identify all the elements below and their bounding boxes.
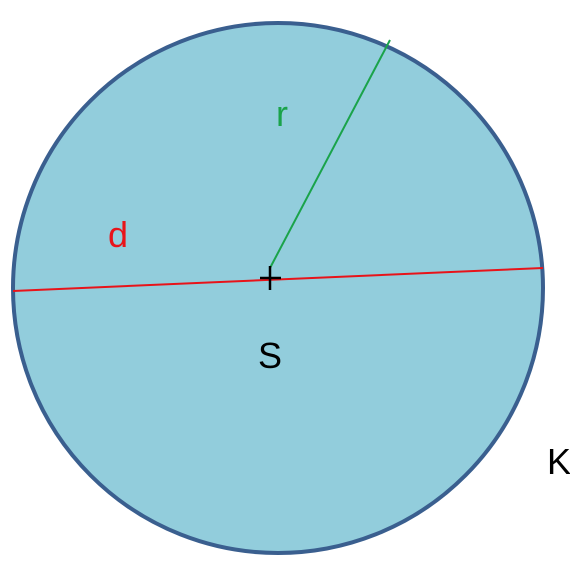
diameter-label: d <box>108 214 128 255</box>
center-label: S <box>258 335 282 376</box>
center-mark <box>260 266 281 290</box>
circle-k <box>11 21 545 555</box>
radius-label: r <box>276 93 288 134</box>
radius-line <box>269 39 391 269</box>
diameter-line <box>12 267 544 292</box>
circle-label: K <box>547 441 570 482</box>
